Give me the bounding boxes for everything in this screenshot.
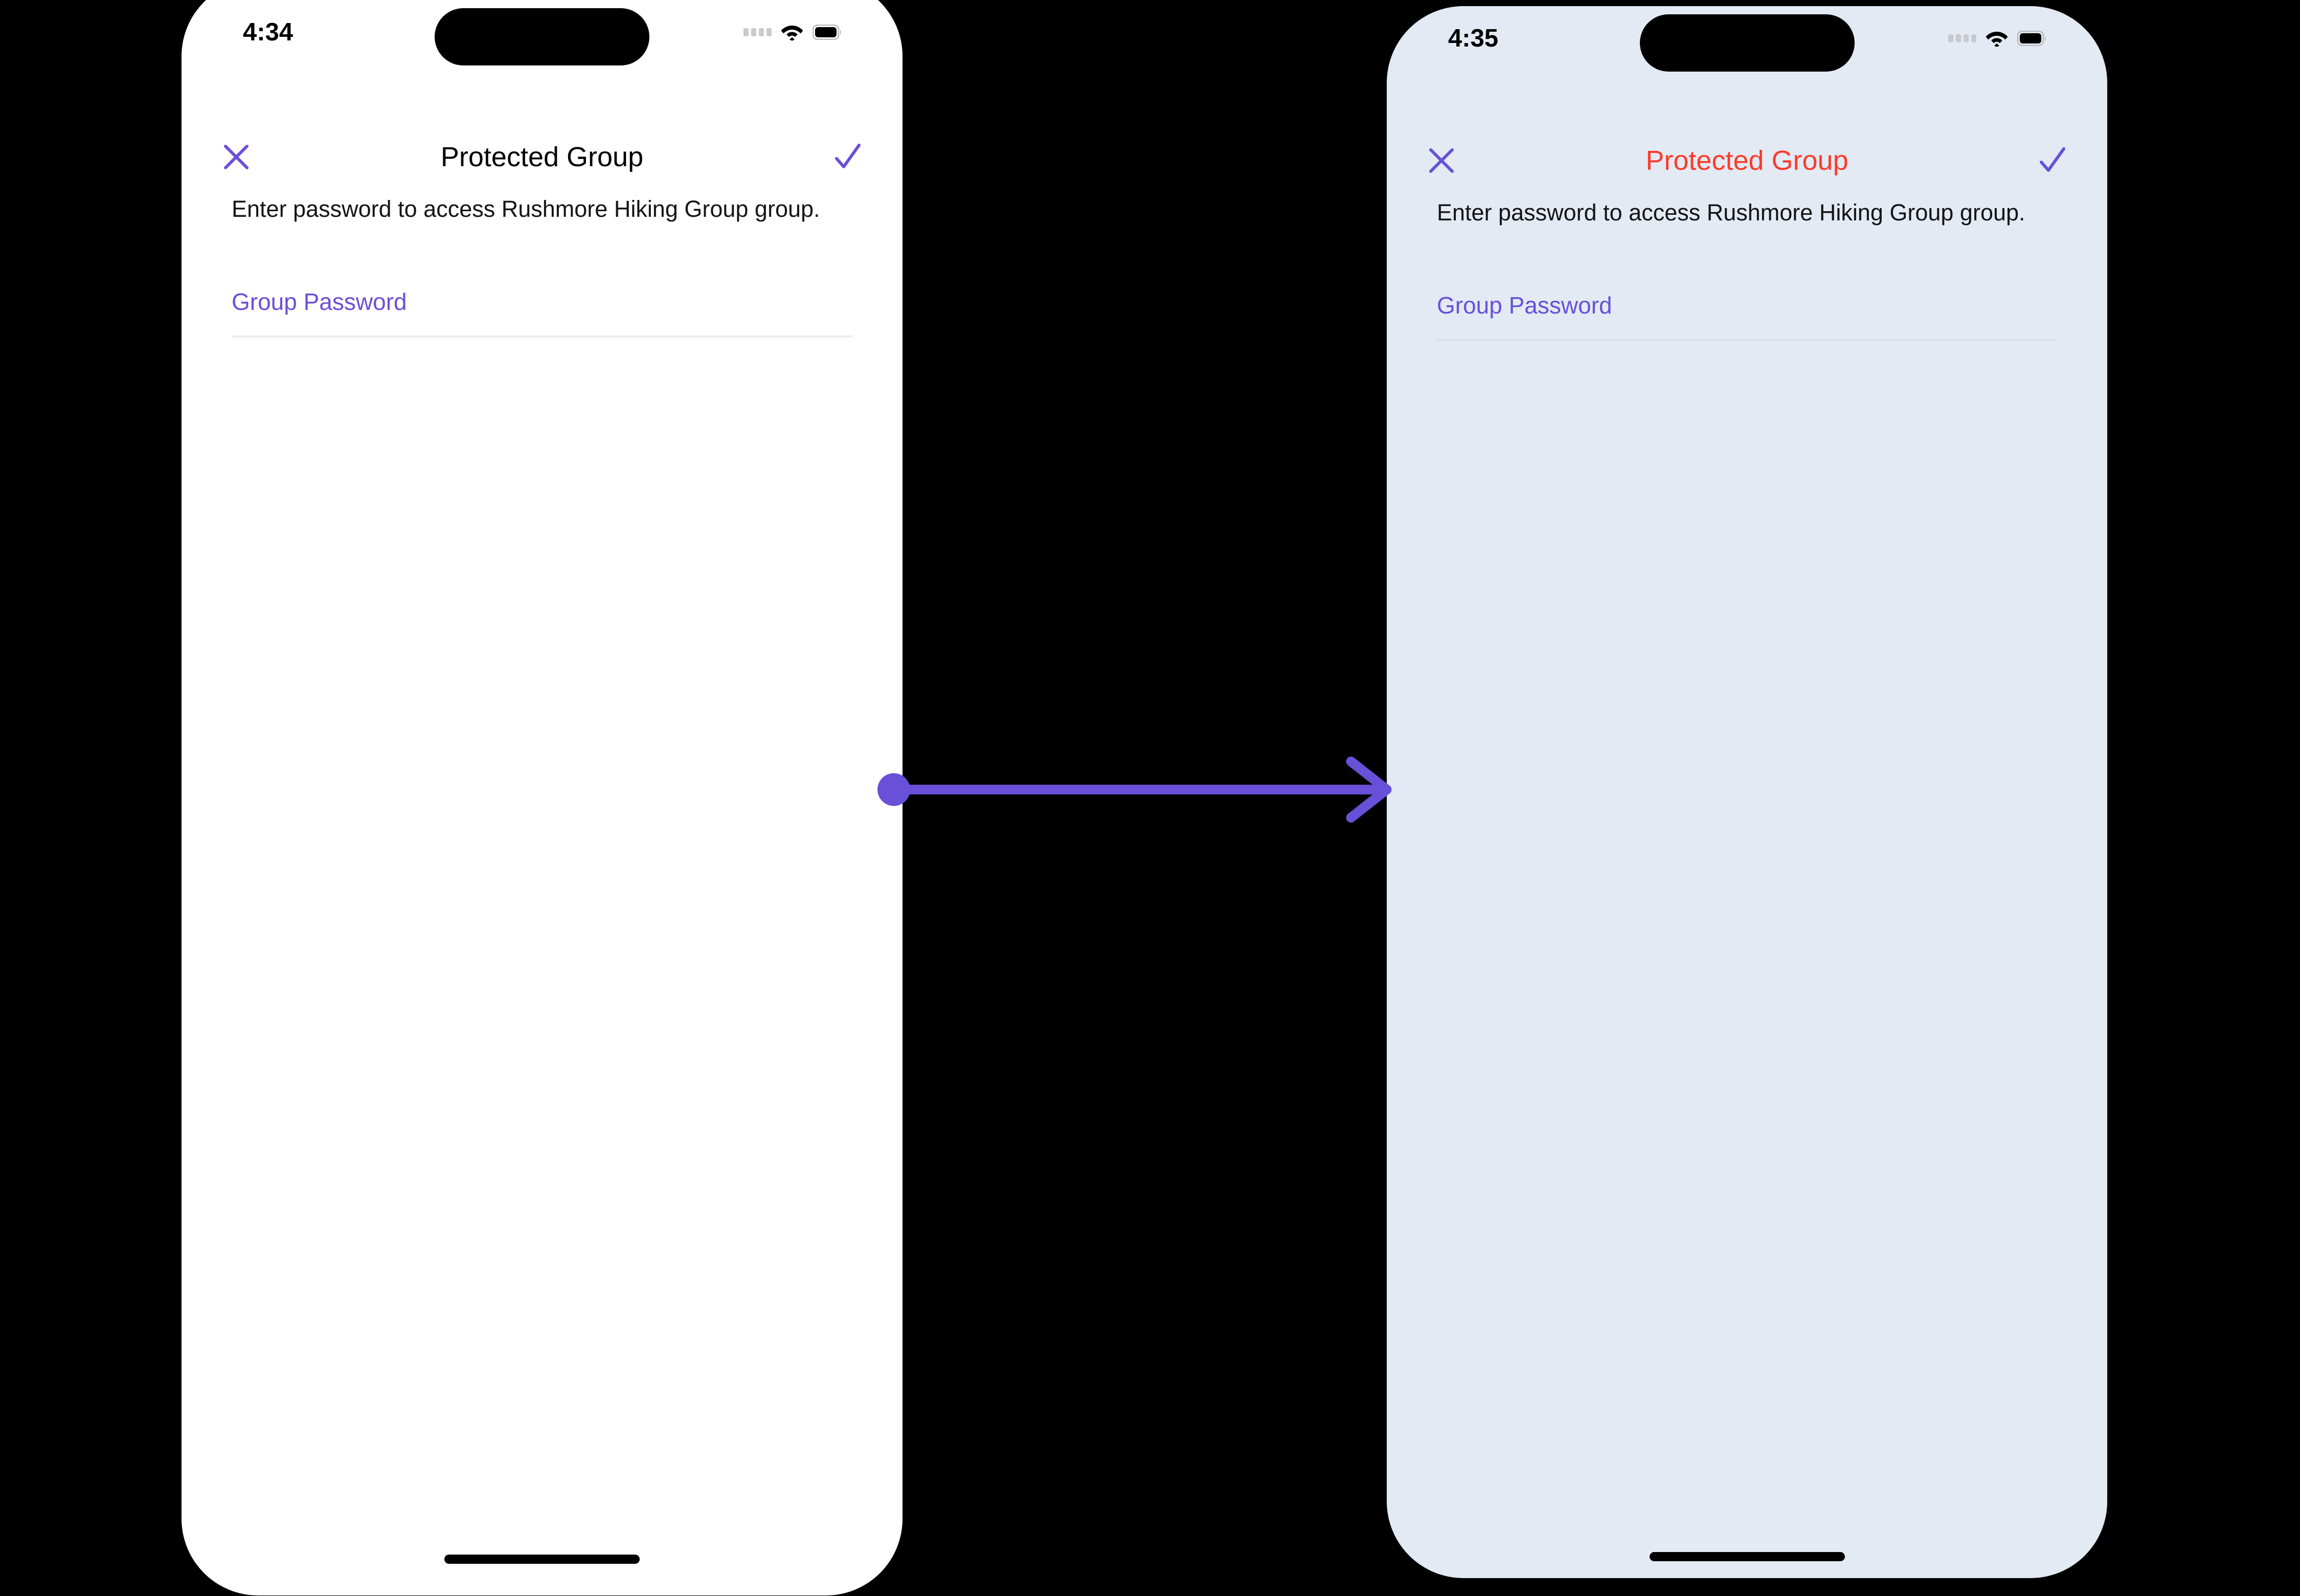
group-password-label: Group Password [232,288,407,316]
wifi-icon [1986,30,2008,47]
home-indicator [1649,1552,1845,1561]
checkmark-icon[interactable] [2026,135,2078,186]
navigation-bar: Protected Group [1387,132,2107,189]
screen-content: Enter password to access Rushmore Hiking… [1437,197,2057,342]
status-bar-time: 4:35 [1448,24,1499,52]
group-password-field[interactable]: Group Password [232,290,852,338]
wifi-icon [781,24,803,41]
arrow-head [1346,756,1392,823]
screen-content: Enter password to access Rushmore Hiking… [232,193,852,338]
instruction-text: Enter password to access Rushmore Hiking… [232,196,820,222]
transition-arrow-annotation [877,756,1392,823]
app-screen-before: 4:34 [182,0,903,1595]
page-title: Protected Group [440,142,644,172]
field-underline [1437,339,2057,342]
status-bar-time: 4:34 [243,18,294,46]
group-password-label: Group Password [1437,292,1612,319]
navigation-bar: Protected Group [182,129,903,185]
status-bar-indicators [743,24,842,41]
phone-screenshot-before: 4:34 [182,0,903,1595]
signal-dots-icon [743,28,772,36]
instruction-text: Enter password to access Rushmore Hiking… [1437,199,2025,226]
close-x-icon[interactable] [213,134,259,180]
checkmark-icon[interactable] [822,131,873,183]
group-password-field[interactable]: Group Password [1437,292,2057,342]
home-indicator [444,1555,640,1564]
dynamic-island [435,8,649,65]
battery-icon [813,24,842,40]
app-screen-after: 4:35 [1387,6,2107,1578]
status-bar-indicators [1948,30,2047,47]
status-bar: 4:35 [1387,6,2107,72]
field-underline [232,335,852,338]
phone-screenshot-after: 4:35 [1387,6,2107,1578]
signal-dots-icon [1948,34,1976,42]
battery-icon [2017,30,2047,46]
dynamic-island [1639,14,1855,72]
status-bar: 4:34 [182,0,903,65]
page-title: Protected Group [1645,145,1848,176]
close-x-icon[interactable] [1418,138,1464,184]
